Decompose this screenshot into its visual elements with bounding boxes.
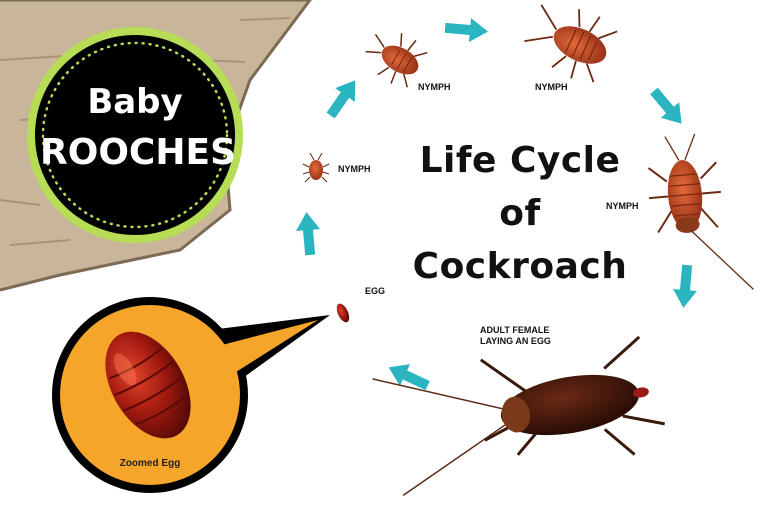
egg-small-icon [336,303,350,323]
adult-female-icon [372,335,665,496]
nymph-top-left-icon [365,33,428,88]
arrow-left [296,212,320,256]
label-nymph-left: NYMPH [338,164,371,174]
label-egg: EGG [365,286,386,296]
label-nymph-right: NYMPH [606,201,639,211]
nymph-right-icon [647,133,754,290]
badge-line-2: ROOCHES [40,132,236,173]
arrow-bottom [388,364,430,391]
arrow-top-left [326,80,356,119]
title-line-1: Life Cycle [419,140,621,181]
zoomed-egg-label: Zoomed Egg [119,458,181,469]
badge-line-1: Baby [87,82,183,122]
cycle-arrows [296,18,697,391]
nymph-small-icon [302,152,330,183]
arrow-right [673,264,697,308]
label-nymph-top-left: NYMPH [418,82,451,92]
arrow-top-right [650,87,682,124]
title-line-3: Cockroach [412,246,628,287]
badge [27,27,243,243]
label-adult-line-2: LAYING AN EGG [480,336,551,346]
arrow-top [444,18,488,42]
nymph-top-right-icon [524,4,618,83]
label-adult-line-1: ADULT FEMALE [480,325,550,335]
title-line-2: of [499,193,541,234]
zoomed-egg-icon [105,331,191,439]
label-nymph-top-right: NYMPH [535,82,568,92]
zoom-bubble [52,297,330,493]
